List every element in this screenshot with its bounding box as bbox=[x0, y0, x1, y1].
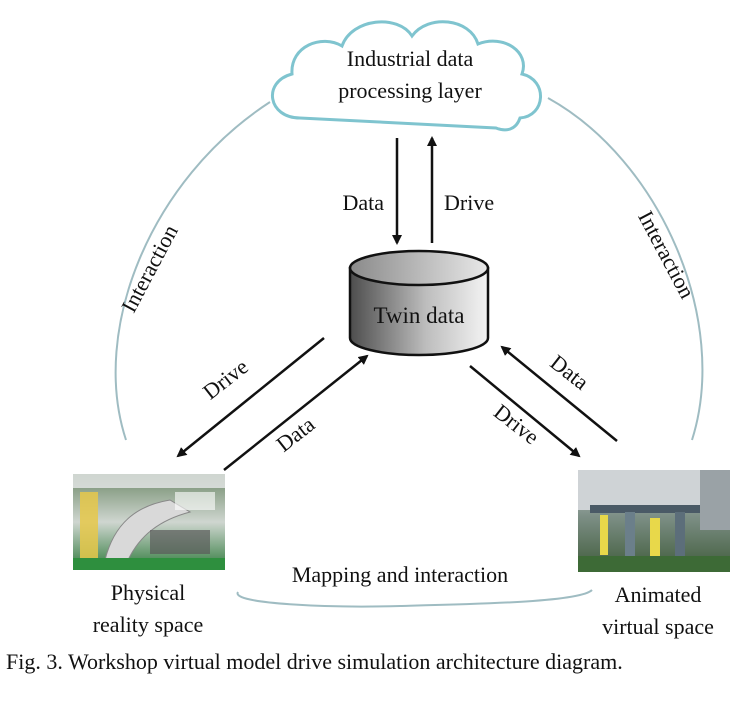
label-twin-to-virtual: Drive bbox=[489, 399, 544, 450]
cloud-label-line1: Industrial data bbox=[347, 46, 474, 71]
curve-interaction-left bbox=[114, 101, 271, 441]
arrow-physical-to-twin bbox=[223, 354, 369, 471]
arrow-twin-to-physical bbox=[176, 337, 325, 458]
twin-data-cylinder: Twin data bbox=[348, 249, 490, 357]
virtual-label-line1: Animated bbox=[615, 582, 702, 607]
physical-label-line1: Physical bbox=[111, 580, 186, 605]
cloud-node: Industrial data processing layer bbox=[271, 20, 542, 132]
cloud-label-line2: processing layer bbox=[338, 78, 482, 103]
physical-label-line2: reality space bbox=[93, 612, 204, 637]
label-twin-to-cloud: Drive bbox=[444, 190, 494, 215]
cloud-shape bbox=[271, 20, 542, 132]
label-interaction-right: Interaction bbox=[633, 207, 700, 303]
physical-workshop-image bbox=[73, 474, 225, 570]
curve-interaction-right bbox=[547, 97, 704, 441]
figure-caption: Fig. 3. Workshop virtual model drive sim… bbox=[6, 649, 623, 674]
label-physical-to-twin: Data bbox=[271, 411, 319, 456]
label-cloud-to-twin: Data bbox=[342, 190, 384, 215]
virtual-workshop-image bbox=[578, 470, 730, 572]
arrow-twin-to-virtual bbox=[469, 365, 581, 458]
label-interaction-left: Interaction bbox=[116, 221, 183, 317]
label-mapping: Mapping and interaction bbox=[292, 562, 508, 587]
virtual-label-line2: virtual space bbox=[602, 614, 714, 639]
label-twin-to-physical: Drive bbox=[198, 354, 253, 405]
curve-mapping bbox=[236, 589, 593, 608]
arrow-virtual-to-twin bbox=[500, 345, 618, 442]
twin-data-label: Twin data bbox=[373, 303, 464, 328]
